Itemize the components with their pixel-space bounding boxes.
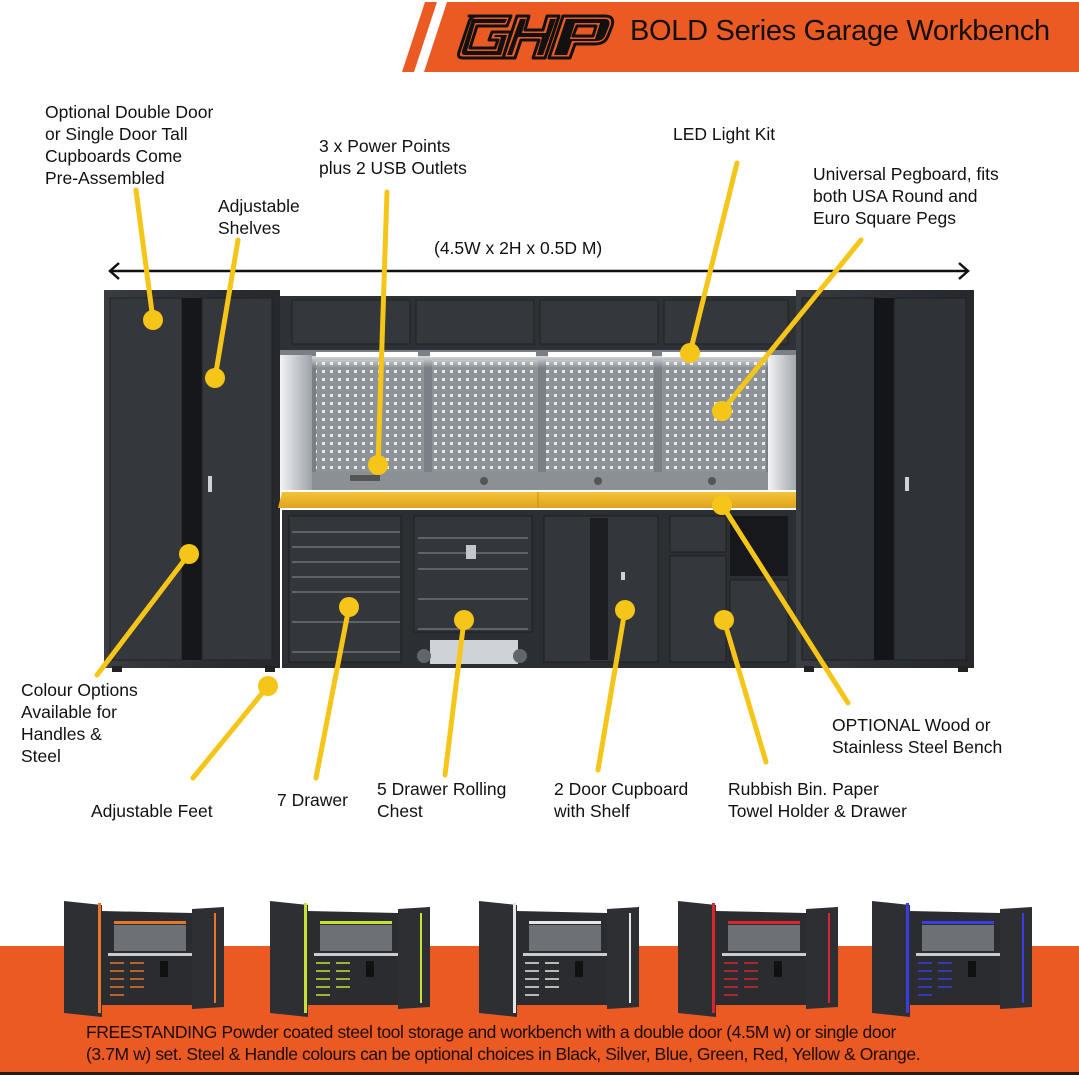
page-title: BOLD Series Garage Workbench	[630, 15, 1050, 47]
pointer-colour-options	[94, 544, 199, 678]
callout-line: both USA Round and	[813, 186, 978, 206]
overhead-cabinets	[280, 296, 798, 350]
callout-line: Stainless Steel Bench	[832, 737, 1003, 757]
right-tall-cupboard	[796, 290, 974, 672]
pointer-adjustable-feet	[190, 676, 278, 781]
footer-rule	[0, 1072, 1079, 1075]
pointer-adjustable-shelves	[205, 237, 241, 388]
callout-line: Adjustable Feet	[91, 801, 213, 821]
dimensions-label: (4.5W x 2H x 0.5D M)	[434, 238, 603, 258]
pointer-pegboard	[712, 237, 864, 421]
callout-line: Chest	[377, 801, 423, 821]
pointer-bench-top	[712, 495, 851, 706]
pointer-rubbish-bin	[714, 610, 769, 765]
banner-stripe-accent	[402, 2, 437, 72]
brand-logo	[455, 8, 620, 64]
variant-green	[270, 895, 436, 1025]
callout-line: Rubbish Bin. Paper	[728, 779, 879, 799]
callout-line: Euro Square Pegs	[813, 208, 957, 228]
callout-line: Adjustable	[218, 196, 300, 216]
left-tall-cupboard	[104, 290, 280, 672]
rolling-chest-unit	[408, 510, 538, 668]
pointer-tall-cupboards	[133, 187, 163, 330]
callout-line: Pre-Assembled	[45, 168, 165, 188]
dimension-arrow	[108, 262, 970, 280]
callout-line: Universal Pegboard, fits	[813, 164, 999, 184]
callout-line: Shelves	[218, 218, 281, 238]
callout-bench-top: OPTIONAL Wood or Stainless Steel Bench	[832, 714, 1002, 758]
pointer-power-points	[368, 189, 390, 475]
callout-seven-drawer: 7 Drawer	[277, 789, 348, 811]
wooden-bench-top	[278, 492, 796, 508]
pointer-led-light	[680, 160, 740, 363]
pointer-rolling-chest	[442, 610, 474, 778]
callout-line: LED Light Kit	[673, 124, 776, 144]
callout-tall-cupboards: Optional Double Door or Single Door Tall…	[45, 101, 213, 189]
callout-line: Colour Options	[21, 680, 138, 700]
pegboard-wall	[280, 350, 798, 490]
pointer-seven-drawer	[313, 597, 359, 781]
callout-line: or Single Door Tall	[45, 124, 188, 144]
callout-pegboard: Universal Pegboard, fits both USA Round …	[813, 163, 999, 229]
variant-orange	[64, 895, 230, 1025]
callout-line: 3 x Power Points	[319, 136, 451, 156]
bin-and-drawer-unit	[664, 510, 798, 668]
callout-line: 7 Drawer	[277, 790, 348, 810]
callout-line: 2 Door Cupboard	[554, 779, 689, 799]
header-banner: BOLD Series Garage Workbench	[0, 0, 1079, 76]
two-door-cupboard-unit	[538, 510, 664, 668]
callout-power-points: 3 x Power Points plus 2 USB Outlets	[319, 135, 467, 179]
callout-line: with Shelf	[554, 801, 630, 821]
variant-silver	[479, 895, 645, 1025]
pointer-two-door-cupboard	[595, 600, 635, 773]
callout-rolling-chest: 5 Drawer Rolling Chest	[377, 778, 506, 822]
footer-line-2: (3.7M w) set. Steel & Handle colours can…	[86, 1044, 921, 1064]
callout-line: Optional Double Door	[45, 102, 214, 122]
callout-line: Towel Holder & Drawer	[728, 801, 907, 821]
callout-line: Handles &	[21, 724, 102, 744]
callout-adjustable-feet: Adjustable Feet	[91, 800, 213, 822]
seven-drawer-unit	[282, 510, 408, 668]
variant-blue	[872, 895, 1038, 1025]
callout-adjustable-shelves: Adjustable Shelves	[218, 195, 300, 239]
callout-line: Cupboards Come	[45, 146, 183, 166]
callout-two-door-cupboard: 2 Door Cupboard with Shelf	[554, 778, 688, 822]
callout-colour-options: Colour Options Available for Handles & S…	[21, 679, 138, 767]
footer-description: FREESTANDING Powder coated steel tool st…	[86, 1021, 921, 1065]
callout-line: OPTIONAL Wood or	[832, 715, 991, 735]
callout-line: Steel	[21, 746, 61, 766]
callout-line: 5 Drawer Rolling	[377, 779, 507, 799]
callout-led-light: LED Light Kit	[673, 123, 775, 145]
callout-line: Available for	[21, 702, 117, 722]
variant-red	[678, 895, 844, 1025]
callout-rubbish-bin: Rubbish Bin. Paper Towel Holder & Drawer	[728, 778, 907, 822]
callout-line: plus 2 USB Outlets	[319, 158, 467, 178]
footer-line-1: FREESTANDING Powder coated steel tool st…	[86, 1022, 896, 1042]
